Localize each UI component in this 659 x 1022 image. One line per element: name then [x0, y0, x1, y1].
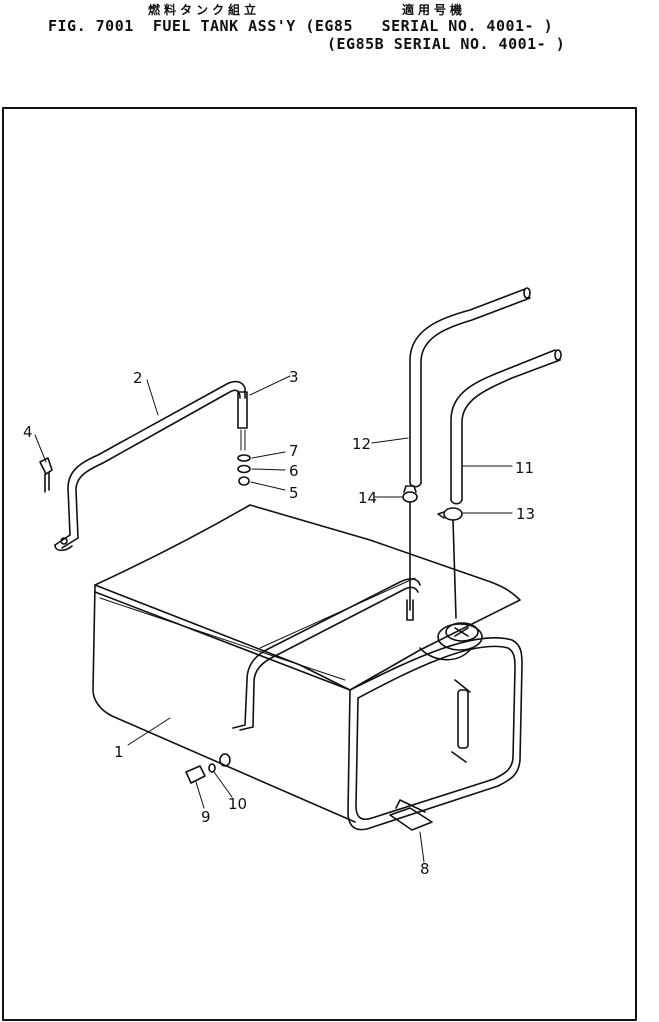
nut-5 — [238, 476, 250, 486]
washer-6 — [237, 464, 251, 474]
leader-lines — [34, 375, 513, 863]
figure-title: FIG. 7001 FUEL TANK ASS'Y (EG85 SERIAL N… — [48, 17, 554, 35]
callout-1: 1 — [114, 743, 124, 761]
level-gauge — [451, 679, 471, 763]
model-serial-line: (EG85B SERIAL NO. 4001- ) — [327, 35, 566, 53]
callout-14: 14 — [358, 489, 377, 507]
callout-6: 6 — [289, 462, 299, 480]
diagram-frame — [2, 107, 637, 1021]
clamp-14 — [402, 485, 418, 621]
callout-9: 9 — [201, 808, 211, 826]
fuel-cap — [419, 622, 483, 661]
washer-7 — [237, 454, 251, 462]
callout-5: 5 — [289, 484, 299, 502]
callout-7: 7 — [289, 442, 299, 460]
strap-hardware — [39, 391, 251, 493]
callout-10: 10 — [228, 795, 247, 813]
tank-strap — [54, 380, 421, 731]
hose-12 — [409, 287, 531, 488]
callout-8: 8 — [420, 860, 430, 878]
strap-hole — [60, 537, 68, 545]
bracket-8 — [389, 799, 433, 831]
fuel-tank — [92, 504, 523, 831]
drain-boss — [219, 753, 231, 767]
bolt-3 — [237, 391, 248, 429]
clamp-13 — [437, 507, 463, 619]
title-japanese: 燃料タンク組立 — [148, 3, 261, 17]
callout-13: 13 — [516, 505, 535, 523]
callout-12: 12 — [352, 435, 371, 453]
callout-2: 2 — [133, 369, 143, 387]
serial-japanese: 適用号機 — [402, 3, 467, 17]
hose-11 — [450, 349, 562, 505]
callout-11: 11 — [515, 459, 534, 477]
callout-4: 4 — [23, 423, 33, 441]
bolt-4 — [39, 457, 53, 493]
washer-10 — [208, 763, 216, 773]
drain-plug-9 — [185, 765, 206, 784]
drain-plug-parts — [185, 753, 231, 784]
callout-3: 3 — [289, 368, 299, 386]
